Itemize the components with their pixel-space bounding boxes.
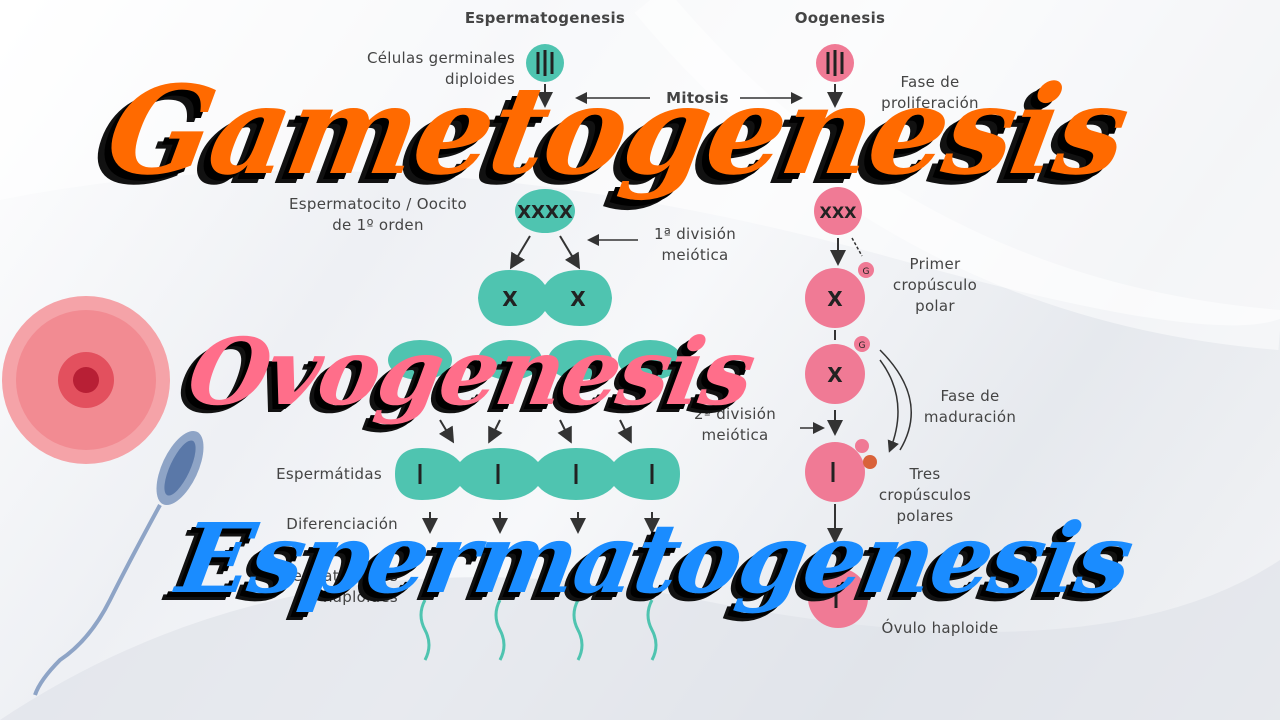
spermatogonium-cell <box>526 44 564 82</box>
label-first-polar-body: Primer cropúsculo polar <box>892 255 978 315</box>
svg-text:XXXX: XXXX <box>517 202 573 223</box>
label-ovum: Óvulo haploide <box>881 619 999 637</box>
differentiation-arrows <box>422 512 660 534</box>
svg-text:G: G <box>859 341 866 351</box>
label-differentiation: Diferenciación <box>286 515 398 533</box>
label-maturation: Fase de maduración <box>923 387 1017 426</box>
svg-text:X: X <box>827 287 843 311</box>
label-mitosis: Mitosis <box>666 89 729 107</box>
label-second-division: 2ª división meiótica <box>693 405 777 444</box>
label-germ-cells: Células germinales diploides <box>366 49 515 88</box>
title-ovogenesis: Ovogenesis <box>180 318 762 426</box>
svg-text:X: X <box>570 287 586 311</box>
header-oogenesis: Oogenesis <box>794 9 886 27</box>
svg-text:X: X <box>827 363 843 387</box>
title-espermatogenesis: Espermatogenesis <box>170 502 1140 615</box>
label-proliferation: Fase de proliferación <box>881 73 979 112</box>
svg-text:XXX: XXX <box>819 203 857 222</box>
division-arrows <box>438 419 632 444</box>
label-sperm: Espermatozoides haploides <box>264 567 398 606</box>
label-spermatocyte-oocyte: Espermatocito / Oocito de 1º orden <box>289 195 467 234</box>
spermatid-chain-upper <box>388 340 682 380</box>
primary-spermatocyte-cell: XXXX <box>515 189 575 233</box>
label-spermatids: Espermátidas <box>276 465 382 483</box>
label-first-division: 1ª división meiótica <box>653 225 737 264</box>
svg-text:X: X <box>502 287 518 311</box>
oocyte-illustration-icon <box>2 296 170 464</box>
sperm-illustration-icon <box>33 430 204 696</box>
header-spermatogenesis: Espermatogenesis <box>464 9 626 27</box>
svg-text:G: G <box>863 267 870 277</box>
primary-oocyte-cell: XXX <box>814 187 862 235</box>
secondary-spermatocytes: X X <box>478 270 612 326</box>
oocyte-second-division-cell: X G <box>805 336 870 404</box>
sperm-tails <box>419 599 658 661</box>
secondary-oocyte-cell: X G <box>805 262 874 328</box>
ootid-cell <box>805 439 877 502</box>
title-gametogenesis: Gametogenesis <box>97 58 1138 202</box>
spermatids-chain <box>395 448 680 500</box>
ovum-cell <box>808 568 868 628</box>
oogonium-cell <box>816 44 854 82</box>
label-three-polar-bodies: Tres cropúsculos polares <box>878 465 972 525</box>
